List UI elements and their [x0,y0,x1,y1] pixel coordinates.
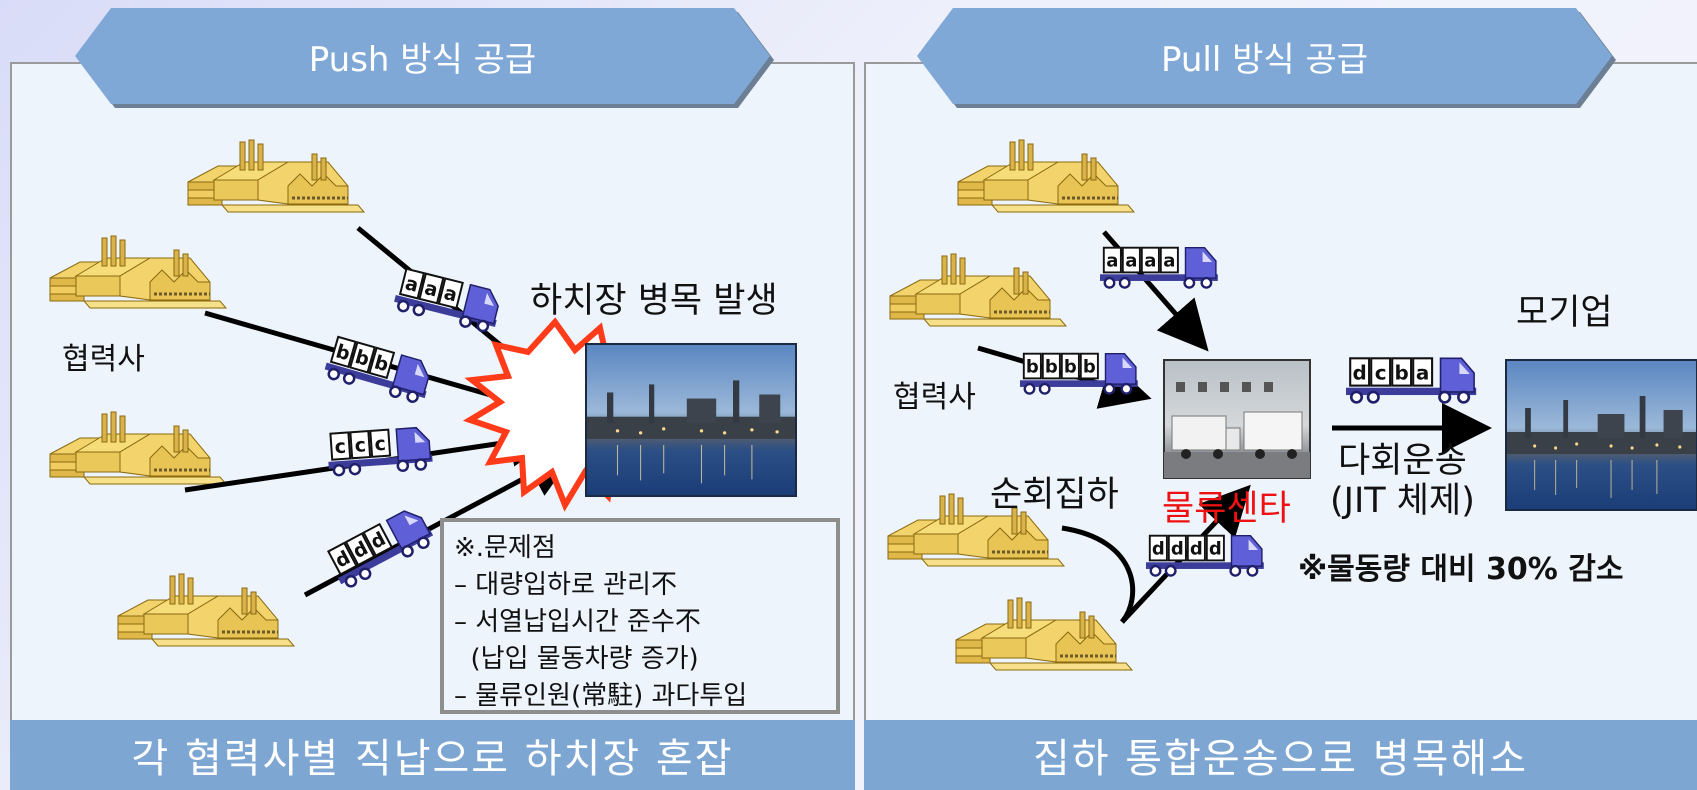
push-supplier-label: 협력사 [62,342,145,377]
cargo-label: c [334,436,347,459]
cargo-label: b [372,351,391,376]
cargo-box [1186,534,1206,562]
cargo-box [362,522,394,557]
cargo-label: b [1064,357,1077,378]
cargo-box [1205,534,1225,562]
cargo-box [329,335,357,369]
logistics-center-image [1163,359,1311,479]
push-header: Push 방식 공급 [75,8,770,104]
cargo-box [369,428,392,458]
cargo-label: b [333,340,352,365]
reduction-note: ※물동량 대비 30% 감소 [1298,552,1624,587]
cargo-label: d [1152,539,1165,560]
cargo-label: a [403,272,421,296]
cargo-label: b [1026,357,1039,378]
bottleneck-label: 하치장 병목 발생 [530,281,778,321]
cargo-box [349,341,376,374]
cargo-label: a [1163,251,1175,272]
cargo-label: a [442,282,460,306]
cargo-label: a [1144,251,1156,272]
pull-footer: 집하 통합운송으로 병목해소 [864,720,1697,790]
cargo-label: c [1375,360,1387,384]
parent-plant-image [585,343,797,497]
cargo-label: a [1125,251,1137,272]
milk-run-label: 순회집하 [990,475,1119,515]
cargo-label: a [1416,360,1429,384]
problems-box: ※.문제점 – 대량입하로 관리不 – 서열납입시간 준수不 (납입 물동차량 … [440,518,840,714]
cargo-box [1140,246,1160,274]
cargo-box [1159,246,1179,274]
truck-icon: ddd [326,510,434,588]
problems-title: ※.문제점 [454,533,556,563]
cargo-label: b [1045,357,1058,378]
factory-icon [116,572,296,648]
pull-supplier-label: 협력사 [893,380,976,415]
cargo-box [1102,246,1122,274]
cargo-box [1121,246,1141,274]
cargo-box [349,429,372,460]
cargo-label: d [1353,360,1367,384]
cargo-box [1148,534,1168,562]
cargo-box [1391,357,1413,387]
factory-icon [186,138,366,214]
pull-header: Pull 방식 공급 [917,8,1612,104]
factory-icon [954,596,1134,672]
cargo-label: a [1106,251,1118,272]
cargo-box [326,541,358,576]
cargo-label: d [1209,539,1222,560]
problem-item: – 서열납입시간 준수不 [454,607,701,637]
cargo-label: c [354,434,367,457]
jit-label: (JIT 체제) [1330,481,1475,521]
cargo-box [368,346,396,380]
cargo-box [1022,352,1042,380]
cargo-box [1060,352,1080,380]
cargo-label: b [1083,357,1096,378]
cargo-box [437,277,464,310]
logistics-center-label: 물류센타 [1162,489,1291,529]
cargo-box [329,431,352,461]
factory-icon [956,138,1136,214]
cargo-label: d [1190,539,1203,560]
cargo-box [418,272,445,305]
push-factories [48,138,366,648]
cargo-label: a [422,277,440,301]
cargo-box [1412,357,1434,387]
problem-item: – 대량입하로 관리不 [454,570,677,600]
cargo-box [1370,357,1392,387]
parent-company-image [1505,359,1697,511]
cargo-label: b [1395,360,1409,384]
factory-icon [48,234,228,310]
problem-item: – 물류인원(常駐) 과다투입 [454,681,748,711]
cargo-box [1041,352,1061,380]
multi-delivery-label: 다회운송 [1338,441,1467,481]
cargo-box [344,532,376,567]
parent-company-label: 모기업 [1516,293,1613,333]
cargo-label: b [353,346,372,371]
cargo-box [1349,357,1371,387]
cargo-box [1079,352,1099,380]
cargo-label: d [1171,539,1184,560]
cargo-box [398,267,426,300]
cargo-box [1167,534,1187,562]
factory-icon [888,252,1068,328]
problem-item: (납입 물동차량 증가) [454,644,699,674]
push-footer: 각 협력사별 직납으로 하치장 혼잡 [10,720,855,790]
cargo-label: c [374,433,387,456]
factory-icon [48,410,228,486]
